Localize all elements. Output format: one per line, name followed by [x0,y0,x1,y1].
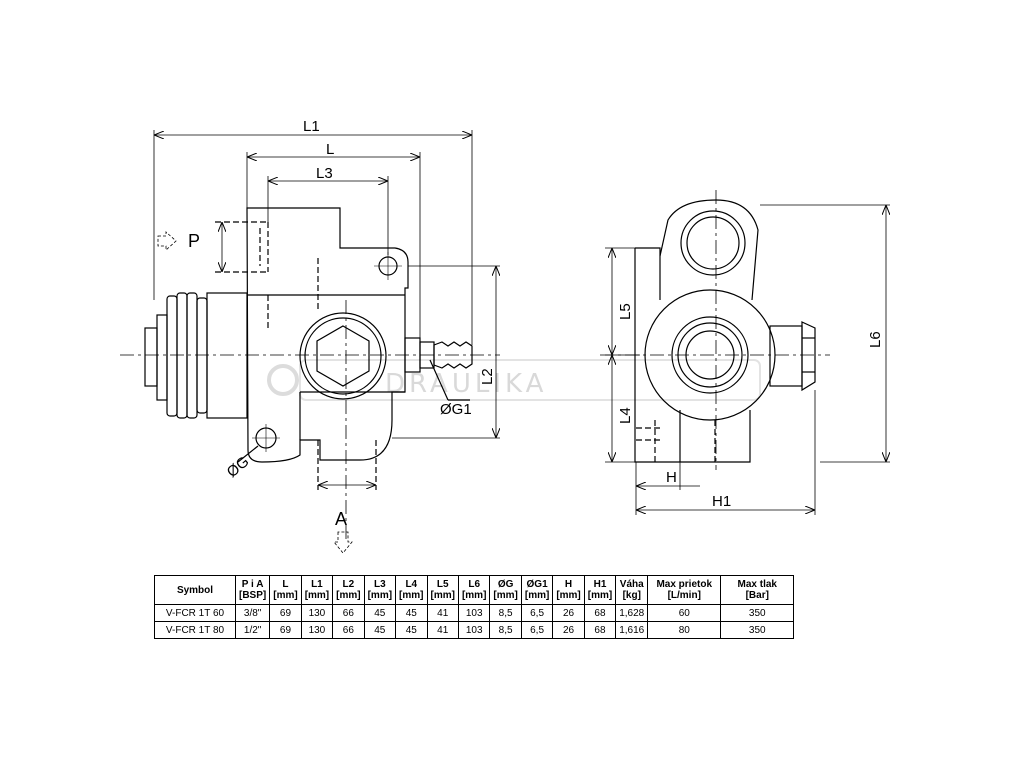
header-G1: ØG1[mm] [520,575,554,605]
watermark-text: DRAULIKA [385,369,547,399]
table-cell: 1/2" [234,621,271,639]
table-cell: 8,5 [489,604,522,622]
table-cell: 80 [647,621,722,639]
table-cell: 6,5 [520,621,554,639]
label-L1: L1 [303,118,320,135]
spec-table: Symbol P i A[BSP] L[mm] L1[mm] L2[mm] L3… [154,575,795,639]
table-cell: 66 [332,604,365,622]
header-L4: L4[mm] [395,575,428,605]
table-cell: 1,628 [615,604,649,622]
header-H1: H1[mm] [583,575,617,605]
table-cell: 1,616 [615,621,649,639]
header-L: L[mm] [269,575,302,605]
table-cell: 130 [300,621,334,639]
table-row: V-FCR 1T 80 1/2" 69 130 66 45 45 41 103 … [154,621,795,639]
table-cell: V-FCR 1T 80 [154,621,236,639]
side-view [600,190,830,470]
table-cell: 8,5 [489,621,522,639]
technical-drawing: DRAULIKA [120,118,890,554]
table-cell: 45 [395,604,428,622]
header-H: H[mm] [552,575,585,605]
label-L3: L3 [316,165,333,182]
header-L1: L1[mm] [300,575,334,605]
table-cell: 350 [720,604,795,622]
label-H: H [666,469,677,486]
label-H1: H1 [712,493,731,510]
table-cell: 60 [647,604,722,622]
header-L5: L5[mm] [426,575,459,605]
label-G1: ØG1 [440,401,472,418]
label-P: P [188,231,200,251]
header-L3: L3[mm] [363,575,397,605]
header-max-flow: Max prietok[L/min] [647,575,722,605]
front-dimensions [153,130,500,554]
table-header-row: Symbol P i A[BSP] L[mm] L1[mm] L2[mm] L3… [154,575,795,605]
header-L2: L2[mm] [332,575,365,605]
table-cell: 350 [720,621,795,639]
label-L2: L2 [479,368,496,385]
table-cell: 6,5 [520,604,554,622]
front-view [120,207,500,540]
header-L6: L6[mm] [457,575,491,605]
table-cell: 45 [363,604,397,622]
table-cell: 3/8" [234,604,271,622]
header-symbol: Symbol [154,575,236,605]
label-L6: L6 [867,331,884,348]
header-G: ØG[mm] [489,575,522,605]
table-cell: 45 [395,621,428,639]
header-weight: Váha[kg] [615,575,649,605]
table-cell: 103 [457,604,491,622]
label-L5: L5 [617,303,634,320]
table-cell: 68 [583,621,617,639]
label-A: A [335,509,347,529]
table-cell: 26 [552,621,585,639]
table-cell: 69 [269,621,302,639]
label-L: L [326,141,334,158]
watermark: DRAULIKA [267,359,761,401]
table-cell: V-FCR 1T 60 [154,604,236,622]
label-L4: L4 [617,407,634,424]
header-port: P i A[BSP] [234,575,271,605]
table-cell: 68 [583,604,617,622]
table-cell: 66 [332,621,365,639]
header-max-pressure: Max tlak[Bar] [720,575,795,605]
table-cell: 69 [269,604,302,622]
table-cell: 130 [300,604,334,622]
side-dimensions [605,204,890,515]
table-cell: 41 [426,604,459,622]
table-cell: 26 [552,604,585,622]
table-cell: 45 [363,621,397,639]
table-cell: 103 [457,621,491,639]
table-row: V-FCR 1T 60 3/8" 69 130 66 45 45 41 103 … [154,604,795,622]
table-cell: 41 [426,621,459,639]
label-G: ØG [224,453,253,481]
